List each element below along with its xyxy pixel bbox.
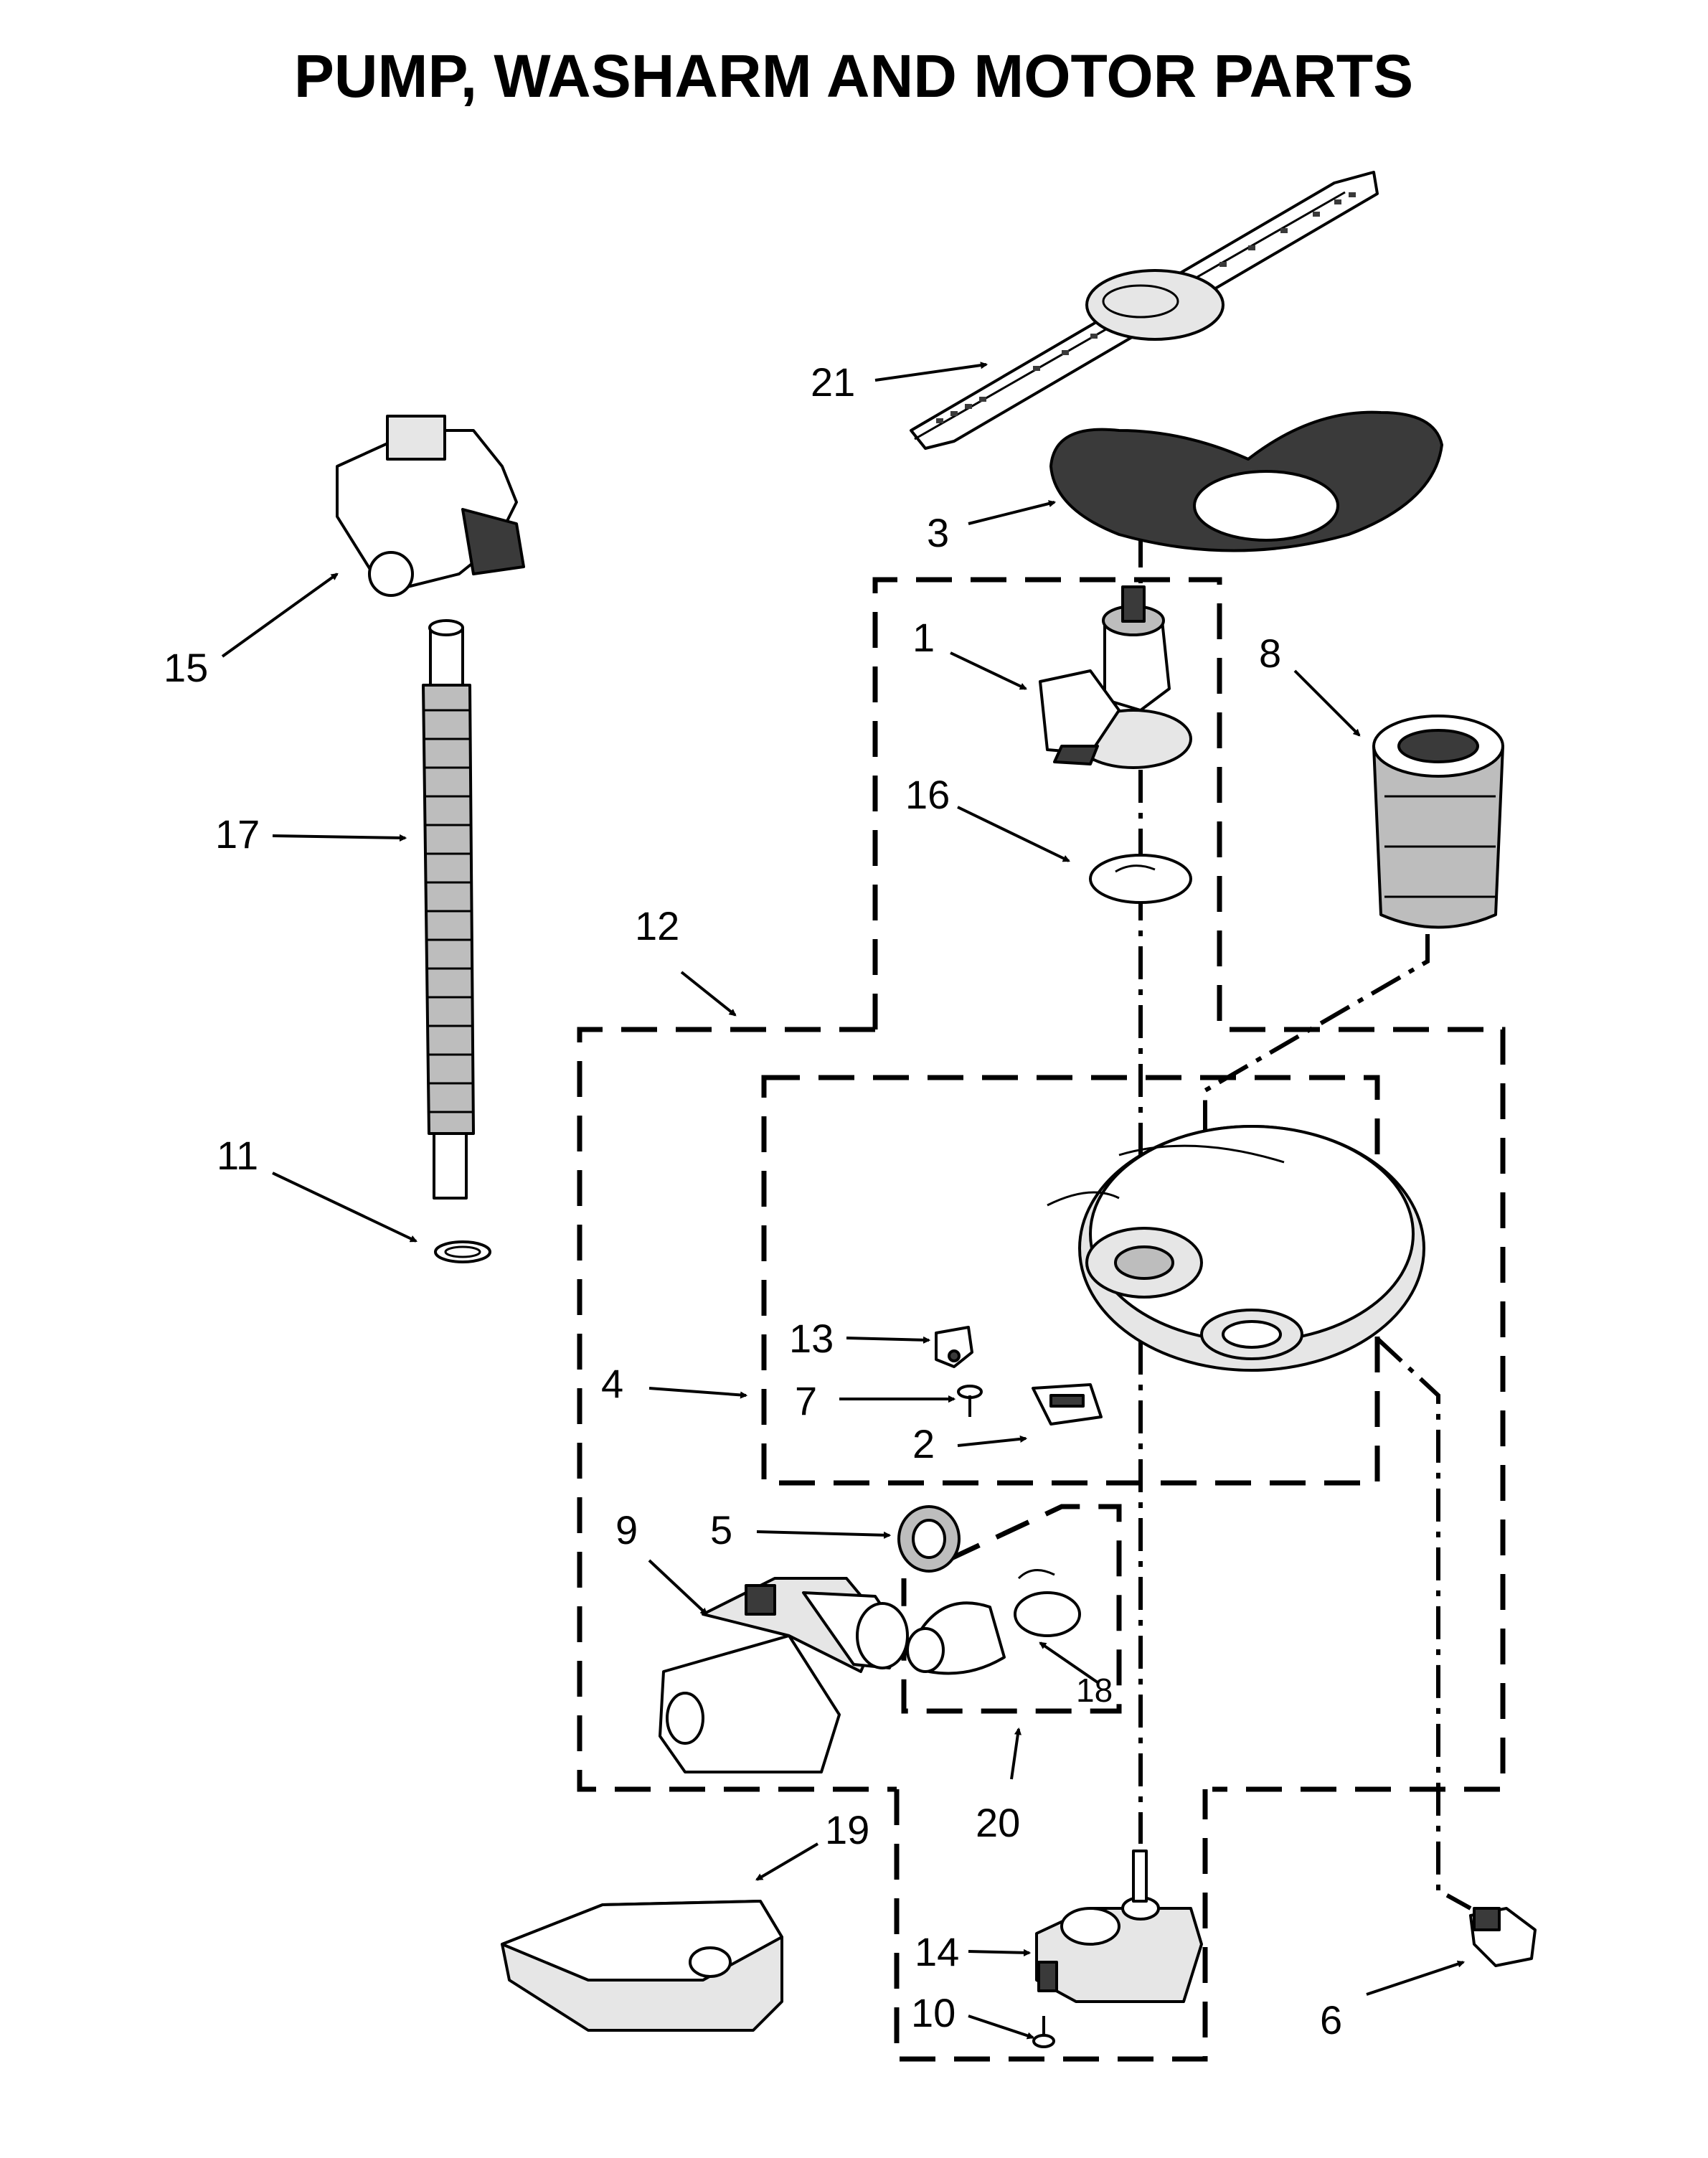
leader-3 [968,502,1054,525]
leader-20 [1010,1729,1019,1780]
deflector-shield [1049,410,1443,552]
diverter-motor [1035,1850,1203,2003]
sump-housing [1047,1125,1425,1372]
group-box-12 [872,577,1506,1792]
callout-8: 8 [1259,631,1281,676]
connector [1032,1383,1103,1426]
callout-10: 10 [911,1990,956,2035]
diagram-title: PUMP, WASHARM AND MOTOR PARTS [294,42,1413,110]
callout-labels: 21 3 1 16 8 15 17 11 12 13 4 7 2 5 9 18 … [164,359,1342,2042]
filter-assembly [1372,715,1504,929]
leader-15 [221,573,337,658]
callout-13: 13 [789,1316,834,1361]
leader-18 [1040,1641,1099,1684]
hose-clamp-11 [434,1240,491,1263]
leader-10 [968,2015,1033,2037]
leader-9 [648,1559,707,1614]
callout-2: 2 [912,1421,935,1466]
callout-20: 20 [976,1800,1020,1845]
callout-11: 11 [217,1133,258,1178]
callout-12: 12 [635,903,679,948]
leader-11 [272,1172,416,1243]
sensor-bracket [935,1326,973,1368]
callout-6: 6 [1320,1997,1342,2042]
leader-arrows [221,364,1463,2037]
leader-2 [957,1438,1026,1447]
leader-21 [874,364,986,382]
pump-chopper-assembly [1039,585,1192,769]
leader-19 [757,1842,819,1881]
seal-disc [1089,854,1192,904]
leader-12 [680,971,735,1017]
callout-21: 21 [811,359,855,405]
leader-16 [957,806,1069,862]
callout-4: 4 [601,1361,623,1406]
callout-15: 15 [164,645,208,690]
screw-7 [957,1385,983,1417]
sensor-align-line [1332,1296,1472,1910]
group-box-4 [761,1075,1380,1486]
leader-4 [648,1387,746,1395]
callout-17: 17 [215,811,260,857]
pump-mount [501,1900,783,2032]
leader-13 [846,1338,929,1340]
filter-align-line [1203,934,1430,1342]
callout-18: 18 [1076,1672,1113,1709]
drain-hose [422,619,475,1200]
leader-1 [950,651,1026,690]
callout-19: 19 [825,1807,869,1852]
pressure-sensor [1469,1907,1537,1967]
group-box-20 [901,1504,1122,1714]
seal-ring [897,1505,961,1573]
elbow-hose [906,1601,1006,1675]
leader-14 [968,1951,1029,1953]
callout-14: 14 [915,1929,959,1974]
drain-pump [336,415,525,597]
group-box-12-left [577,1027,897,1792]
leader-17 [272,836,405,838]
leader-5 [756,1530,890,1535]
screw-10 [1032,2016,1055,2048]
callout-9: 9 [615,1507,638,1552]
upper-wash-arm [910,171,1379,450]
hose-clamp [1014,1569,1081,1637]
assembly-group-outlines [577,577,1506,2062]
wash-pump-motor [659,1577,909,1773]
callout-3: 3 [927,510,949,555]
group-box-14 [894,1789,1208,2062]
callout-5: 5 [710,1507,732,1552]
leader-6 [1366,1962,1463,1996]
callout-1: 1 [912,615,935,660]
callout-7: 7 [795,1378,817,1423]
callout-16: 16 [905,772,950,817]
leader-8 [1293,669,1359,735]
